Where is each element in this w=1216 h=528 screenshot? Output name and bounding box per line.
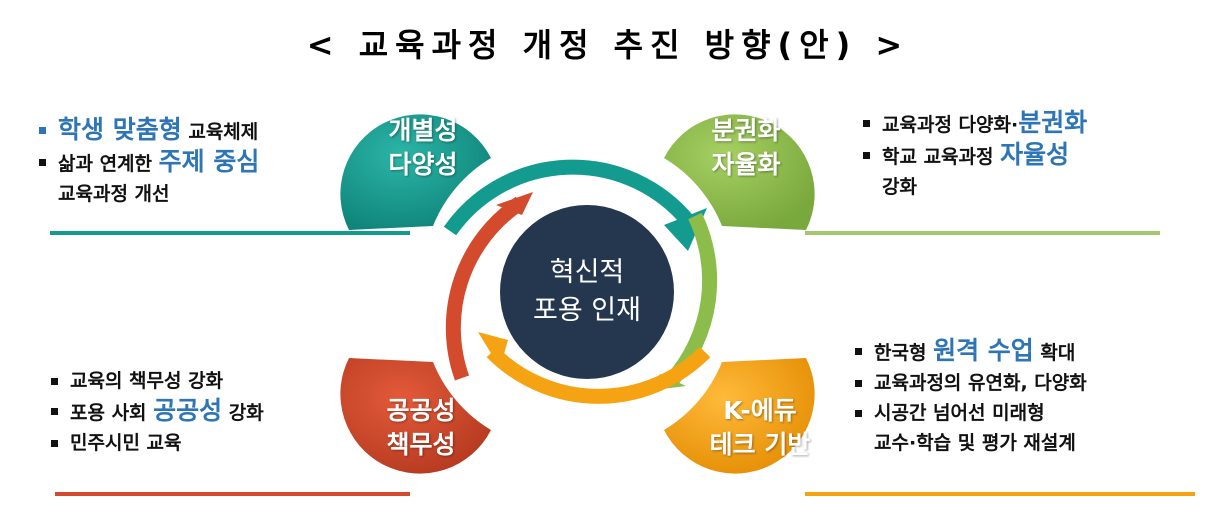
bottom-left-bubble bbox=[340, 358, 491, 474]
bubble-label-line: 공공성 bbox=[386, 396, 456, 425]
bubble-label-line: 테크 기반 bbox=[709, 430, 811, 459]
orange-arrowhead bbox=[478, 332, 508, 368]
center-label-line1: 혁신적 bbox=[549, 257, 625, 288]
bubble-label-line: K-에듀 bbox=[723, 396, 797, 425]
item-text: 한국형 bbox=[874, 342, 934, 364]
item-text: 강화 bbox=[222, 402, 264, 424]
list-item: 한국형 원격 수업 확대 bbox=[850, 336, 1087, 368]
center-label: 혁신적 포용 인재 bbox=[500, 254, 674, 330]
emphasis-text: 자율성 bbox=[1000, 140, 1070, 169]
item-text: 삶과 연계한 bbox=[58, 153, 159, 175]
page-title: < 교육과정 개정 추진 방향(안) > bbox=[306, 26, 910, 64]
red-arrowhead bbox=[496, 192, 533, 215]
item-text: 학교 교육과정 bbox=[882, 146, 1001, 168]
top-left-bubble bbox=[340, 114, 491, 230]
bubble-label-line: 분권화 bbox=[711, 116, 781, 145]
bottom-left-bubble-label: 공공성 책무성 bbox=[361, 394, 481, 462]
item-text: 포용 사회 bbox=[70, 402, 154, 424]
item-continuation: 강화 bbox=[882, 176, 917, 198]
list-item: 교육과정 다양화·분권화 bbox=[858, 108, 1087, 140]
list-item: 교육의 책무성 강화 bbox=[46, 366, 264, 396]
list-item: 교육과정의 유연화, 다양화 bbox=[850, 368, 1087, 398]
bottom-right-bubble bbox=[664, 358, 815, 474]
item-continuation: 교수·학습 및 평가 재설계 bbox=[874, 432, 1076, 454]
emphasis-text: 원격 수업 bbox=[933, 336, 1034, 365]
item-text: 교육체제 bbox=[181, 121, 259, 143]
item-continuation: 교육과정 개선 bbox=[58, 183, 170, 205]
center-circle bbox=[500, 205, 674, 379]
top-right-bubble-label: 분권화 자율화 bbox=[686, 114, 806, 182]
item-text: 교육의 책무성 강화 bbox=[70, 370, 224, 392]
item-text: 확대 bbox=[1033, 342, 1076, 364]
bubble-label-line: 책무성 bbox=[386, 430, 456, 459]
emphasis-text: 주제 중심 bbox=[158, 147, 260, 176]
item-text: 민주시민 교육 bbox=[70, 432, 182, 454]
emphasis-text: 학생 맞춤형 bbox=[58, 115, 182, 144]
bubble-label-line: 다양성 bbox=[388, 150, 458, 179]
item-text: 교육과정의 유연화, 다양화 bbox=[874, 372, 1087, 394]
top-right-bubble bbox=[664, 114, 815, 230]
top-left-bubble-label: 개별성 다양성 bbox=[363, 114, 483, 182]
list-item: 학생 맞춤형 교육체제 bbox=[34, 115, 259, 147]
red-arc bbox=[445, 196, 525, 381]
orange-arc bbox=[486, 346, 711, 404]
list-item: 포용 사회 공공성 강화 bbox=[46, 396, 264, 428]
item-text: 교육과정 다양화· bbox=[882, 114, 1019, 136]
bottom-right-bubble-label: K-에듀 테크 기반 bbox=[690, 394, 830, 462]
emphasis-text: 공공성 bbox=[153, 396, 223, 425]
item-text: 시공간 넘어선 미래형 bbox=[874, 402, 1045, 424]
bottom-left-bullets: 교육의 책무성 강화 포용 사회 공공성 강화 민주시민 교육 bbox=[46, 366, 264, 458]
bubble-label-line: 자율화 bbox=[711, 150, 781, 179]
center-label-line2: 포용 인재 bbox=[533, 295, 641, 326]
list-item: 민주시민 교육 bbox=[46, 428, 264, 458]
teal-arc bbox=[443, 159, 694, 236]
emphasis-text: 분권화 bbox=[1018, 108, 1088, 137]
bubble-label-line: 개별성 bbox=[388, 116, 458, 145]
